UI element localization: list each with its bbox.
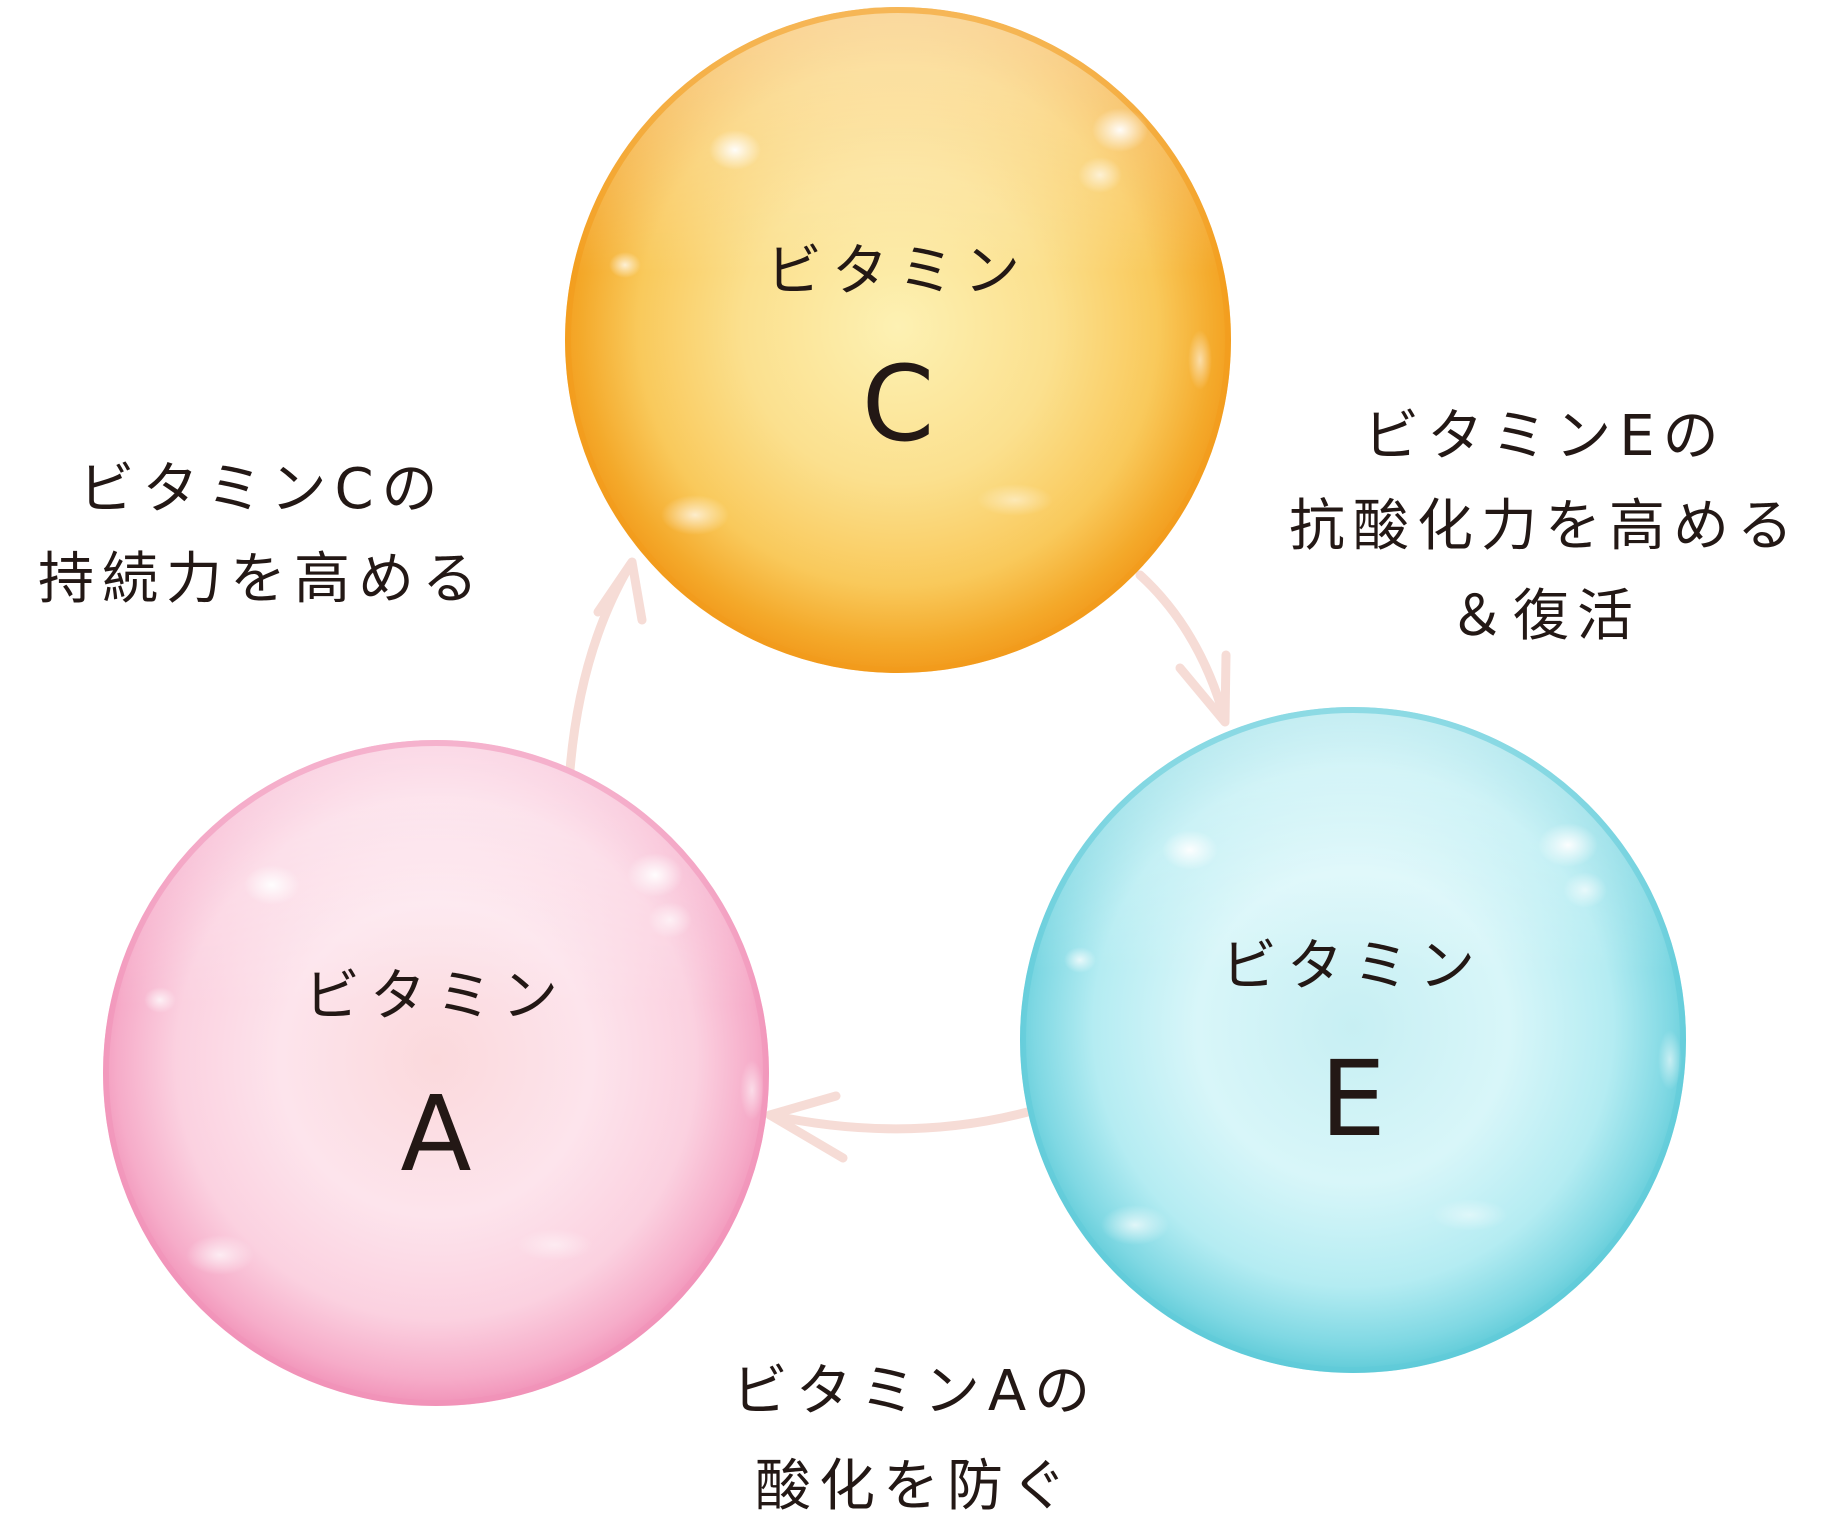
arrow-e-to-a-head — [765, 1091, 848, 1163]
caption-a-line-1: ビタミンAの — [732, 1359, 1098, 1424]
caption-c-line-2: 持続力を高める — [38, 547, 486, 612]
caption-vitamin-a-effect: ビタミンAの 酸化を防ぐ — [732, 1359, 1098, 1519]
caption-e-line-3: ＆復活 — [1449, 584, 1641, 649]
caption-e-line-1: ビタミンEの — [1363, 404, 1726, 469]
caption-e-line-2: 抗酸化力を高める — [1289, 494, 1801, 559]
caption-vitamin-e-effect: ビタミンEの 抗酸化力を高める ＆復活 — [1289, 404, 1801, 649]
vitamin-c-bubble: ビタミン C — [565, 7, 1231, 673]
vitamin-e-main-label: E — [1320, 1038, 1386, 1160]
vitamin-a-sub-label: ビタミン — [304, 964, 568, 1029]
cycle-arrows — [565, 557, 1231, 1163]
arrow-c-to-e — [1135, 570, 1230, 725]
vitamin-a-bubble: ビタミン A — [103, 740, 769, 1406]
arrow-c-to-e-head — [1175, 650, 1231, 727]
arrow-a-to-c-head — [593, 557, 647, 625]
vitamin-c-main-label: C — [862, 343, 935, 465]
caption-vitamin-c-effect: ビタミンCの 持続力を高める — [38, 457, 486, 612]
vitamin-a-main-label: A — [400, 1073, 471, 1195]
caption-a-line-2: 酸化を防ぐ — [755, 1454, 1075, 1519]
vitamin-c-sub-label: ビタミン — [766, 239, 1030, 304]
vitamin-e-sub-label: ビタミン — [1221, 934, 1485, 999]
arrow-a-to-c — [565, 560, 635, 775]
caption-c-line-1: ビタミンCの — [78, 457, 445, 522]
vitamin-e-bubble: ビタミン E — [1020, 707, 1686, 1373]
arrow-e-to-a — [765, 1105, 1040, 1134]
